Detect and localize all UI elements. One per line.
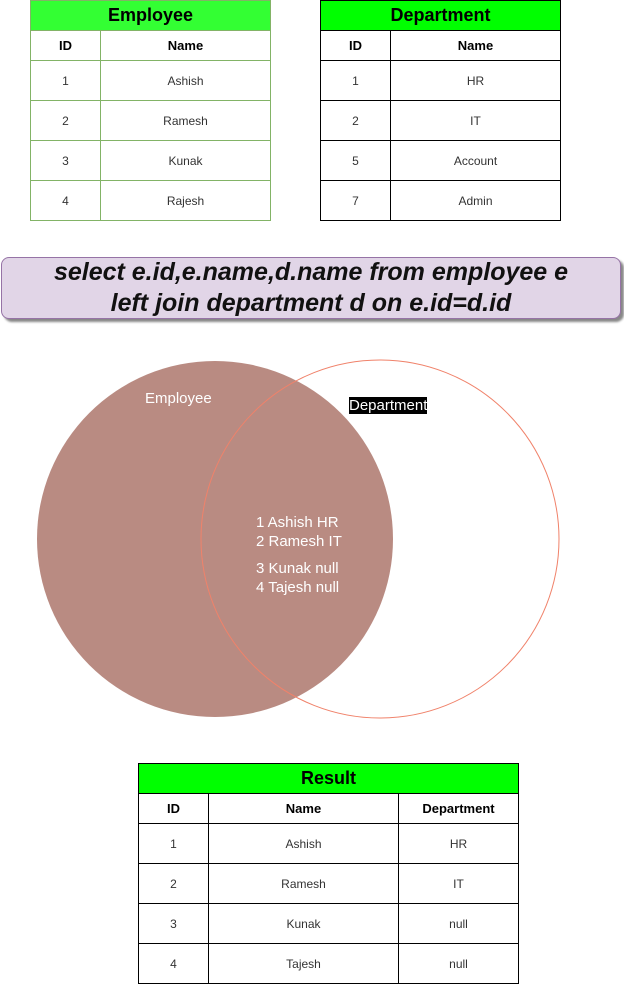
header-name: Name [390, 30, 561, 61]
venn-line: 3 Kunak null [256, 560, 339, 577]
cell-name: Tajesh [208, 943, 399, 984]
header-name: Name [100, 30, 271, 61]
cell-department: HR [398, 823, 519, 864]
header-id: ID [30, 30, 101, 61]
venn-line: 2 Ramesh IT [256, 533, 342, 550]
cell-name: Ramesh [208, 863, 399, 904]
employee-table-title: Employee [30, 0, 271, 31]
cell-id: 3 [30, 140, 101, 181]
header-department: Department [398, 793, 519, 824]
venn-line: 1 Ashish HR [256, 514, 339, 531]
cell-name: Rajesh [100, 180, 271, 221]
cell-name: Kunak [208, 903, 399, 944]
cell-name: Ashish [100, 60, 271, 101]
department-table-title: Department [320, 0, 561, 31]
department-circle [200, 359, 560, 719]
header-name: Name [208, 793, 399, 824]
cell-name: Ashish [208, 823, 399, 864]
cell-id: 1 [320, 60, 391, 101]
department-circle-label: Department [349, 397, 428, 414]
cell-id: 2 [138, 863, 209, 904]
sql-query-box: select e.id,e.name,d.name from employee … [1, 257, 621, 319]
cell-name: HR [390, 60, 561, 101]
cell-id: 5 [320, 140, 391, 181]
cell-name: Ramesh [100, 100, 271, 141]
employee-circle-label: Employee [145, 390, 212, 407]
header-id: ID [138, 793, 209, 824]
cell-department: null [398, 903, 519, 944]
cell-id: 4 [30, 180, 101, 221]
venn-line: 4 Tajesh null [256, 579, 340, 596]
cell-department: IT [398, 863, 519, 904]
cell-name: Admin [390, 180, 561, 221]
cell-department: null [398, 943, 519, 984]
cell-id: 1 [138, 823, 209, 864]
cell-name: IT [390, 100, 561, 141]
cell-id: 4 [138, 943, 209, 984]
employee-circle [37, 361, 393, 717]
result-table-title: Result [138, 763, 519, 794]
cell-id: 3 [138, 903, 209, 944]
header-id: ID [320, 30, 391, 61]
cell-name: Account [390, 140, 561, 181]
